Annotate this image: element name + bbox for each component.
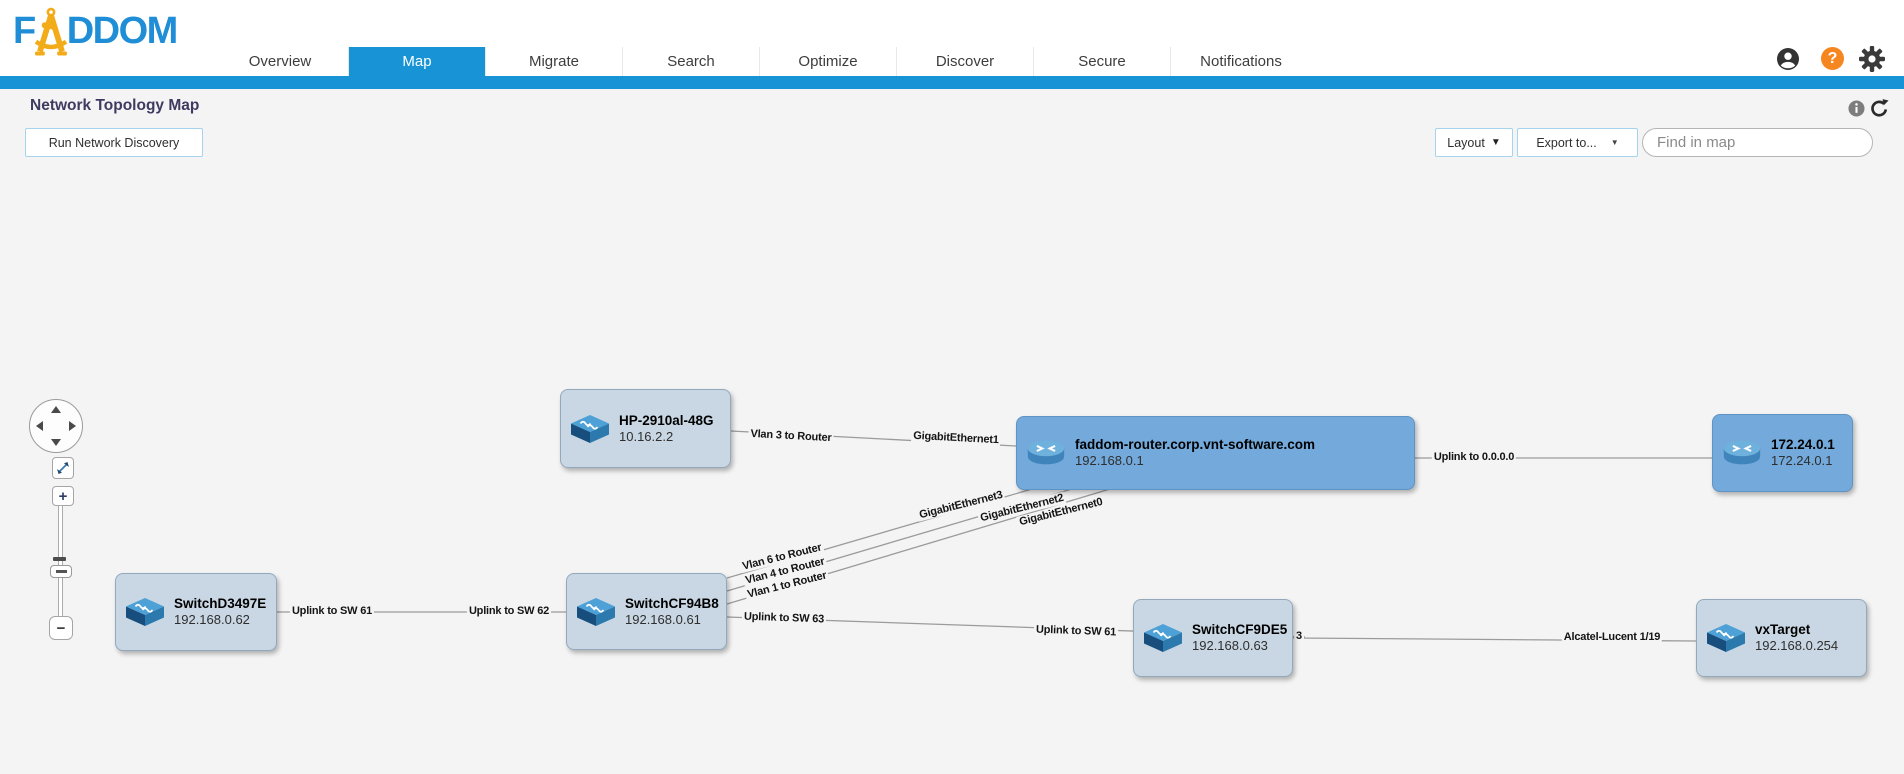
switch-icon: [1143, 623, 1183, 653]
tab-secure[interactable]: Secure: [1033, 47, 1170, 76]
node-ip: 192.168.0.61: [625, 611, 701, 627]
node-title: 172.24.0.1: [1771, 437, 1835, 453]
layout-label: Layout: [1447, 135, 1485, 150]
chevron-down-icon: ▼: [1610, 138, 1619, 147]
tab-optimize[interactable]: Optimize: [759, 47, 896, 76]
node-ip: 10.16.2.2: [619, 428, 674, 444]
tab-overview[interactable]: Overview: [212, 47, 348, 76]
run-network-discovery-button[interactable]: Run Network Discovery: [25, 128, 203, 157]
tab-notifications[interactable]: Notifications: [1170, 47, 1311, 76]
node-title: faddom-router.corp.vnt-software.com: [1075, 437, 1316, 453]
export-label: Export to...: [1536, 135, 1597, 150]
edge-label: 3: [1294, 630, 1304, 642]
page-title: Network Topology Map: [30, 97, 200, 114]
info-icon[interactable]: [1848, 100, 1865, 122]
edge-label: Uplink to SW 61: [289, 605, 375, 617]
tab-search[interactable]: Search: [622, 47, 759, 76]
diagonal-expand-icon: [57, 462, 69, 474]
switch-icon: [576, 597, 616, 627]
sextant-icon: [34, 7, 68, 56]
pan-down-icon[interactable]: [51, 439, 61, 446]
pan-right-icon[interactable]: [69, 421, 76, 431]
zoom-out-button[interactable]: −: [49, 616, 73, 640]
edge-label: Alcatel-Lucent 1/19: [1561, 631, 1663, 643]
edge-label: Uplink to SW 62: [466, 605, 552, 617]
logo-text-right: DDOM: [66, 10, 179, 52]
node-title: HP-2910al-48G: [619, 412, 714, 428]
fit-to-screen-button[interactable]: [52, 457, 74, 479]
edge-label: Uplink to 0.0.0.0: [1431, 451, 1517, 463]
accent-stripe: [0, 76, 1904, 89]
switch-icon: [125, 597, 165, 627]
faddom-logo[interactable]: F DDOM: [13, 4, 179, 60]
tab-map[interactable]: Map: [348, 47, 485, 76]
node-ip: 192.168.0.62: [174, 612, 250, 628]
router-icon: [1722, 438, 1762, 468]
help-icon[interactable]: ?: [1821, 47, 1844, 70]
node-title: SwitchCF9DE5: [1192, 622, 1288, 638]
switch-icon: [1706, 623, 1746, 653]
zoom-level-mark: [53, 557, 66, 561]
zoom-in-button[interactable]: +: [52, 486, 74, 506]
tab-migrate[interactable]: Migrate: [485, 47, 622, 76]
chevron-down-icon: ▼: [1490, 137, 1501, 148]
find-in-map-input[interactable]: [1642, 128, 1873, 157]
pan-left-icon[interactable]: [36, 421, 43, 431]
pan-up-icon[interactable]: [51, 406, 61, 413]
node-ip: 192.168.0.1: [1075, 453, 1144, 469]
node-title: SwitchCF94B8: [625, 595, 719, 611]
router-icon: [1026, 438, 1066, 468]
node-ip: 192.168.0.63: [1192, 638, 1268, 654]
logo-text-left: F: [13, 10, 36, 52]
switch-icon: [570, 414, 610, 444]
node-title: SwitchD3497E: [174, 596, 267, 612]
user-account-icon[interactable]: [1776, 47, 1800, 76]
refresh-icon[interactable]: [1869, 98, 1890, 124]
tab-discover[interactable]: Discover: [896, 47, 1033, 76]
node-ip: 192.168.0.254: [1755, 638, 1839, 654]
zoom-slider-handle[interactable]: [50, 565, 72, 578]
zoom-slider-track[interactable]: [58, 505, 63, 618]
settings-gear-icon[interactable]: [1858, 45, 1886, 78]
node-ip: 172.24.0.1: [1771, 453, 1833, 469]
export-dropdown[interactable]: Export to... ▼: [1517, 128, 1638, 157]
node-title: vxTarget: [1755, 622, 1811, 638]
layout-dropdown-button[interactable]: Layout ▼: [1435, 128, 1513, 157]
pan-control[interactable]: [29, 399, 83, 453]
